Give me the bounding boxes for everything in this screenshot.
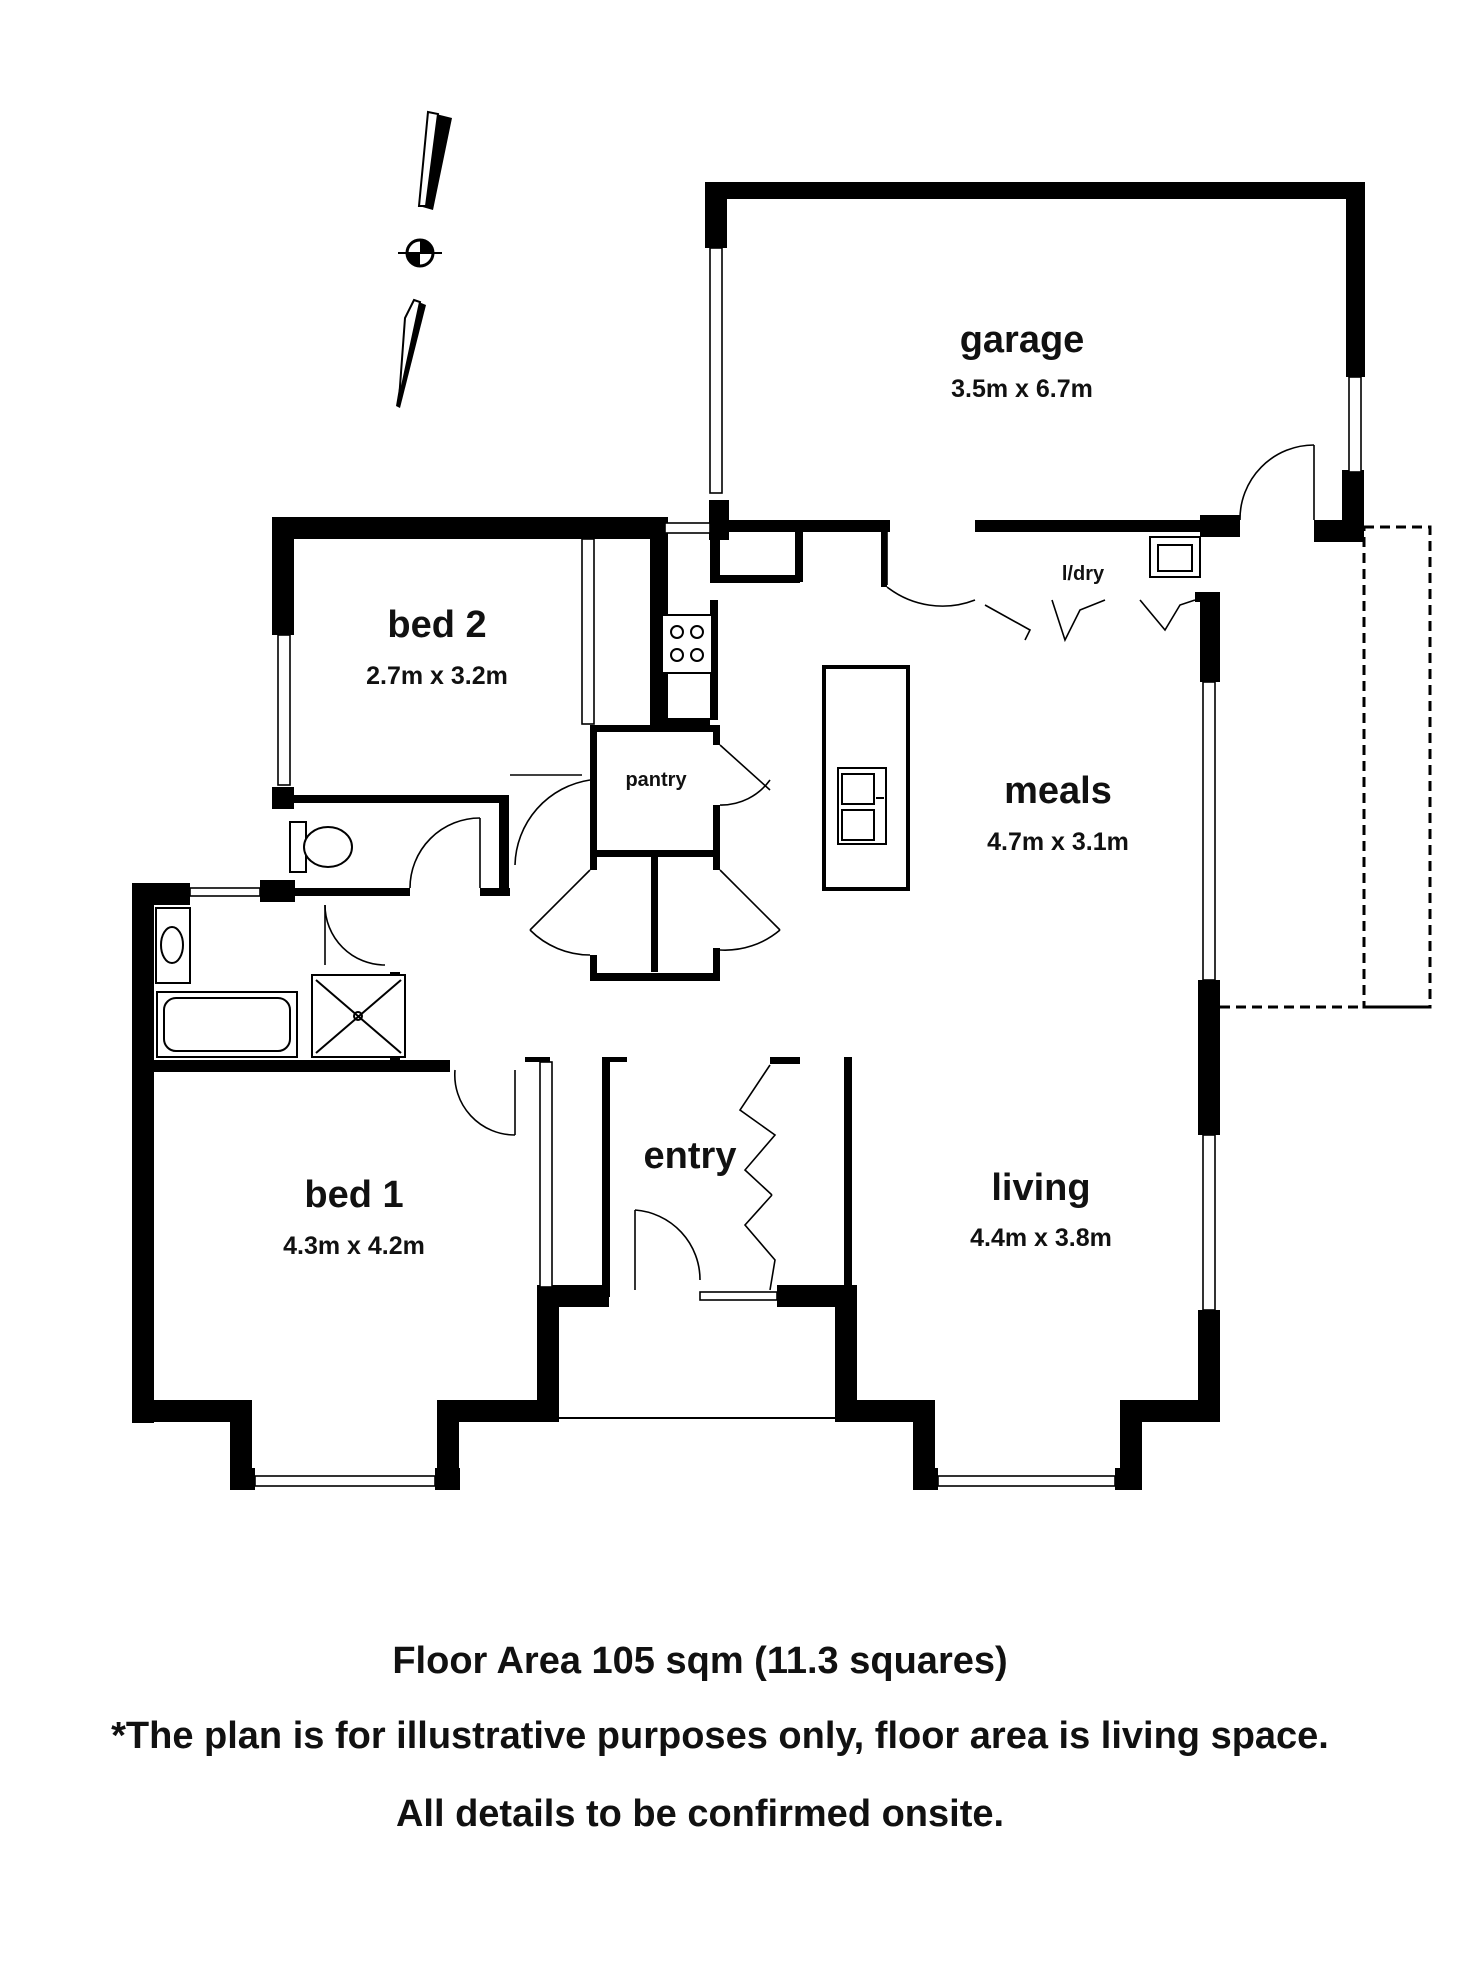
pantry-label: pantry — [625, 769, 687, 791]
basin-icon — [155, 907, 191, 984]
bed2-label: bed 2 — [387, 604, 486, 646]
carport-outline — [1362, 525, 1432, 1009]
wardrobes — [539, 538, 595, 1288]
laundry-tub-icon — [1149, 536, 1201, 578]
bed2-dims: 2.7m x 3.2m — [366, 662, 508, 690]
living-label: living — [991, 1167, 1090, 1209]
bed1-label: bed 1 — [304, 1174, 403, 1216]
north-arrow-icon — [396, 110, 452, 408]
bathtub-icon — [156, 991, 298, 1058]
illustrative-disclaimer: *The plan is for illustrative purposes o… — [111, 1715, 1329, 1757]
sink-icon — [837, 767, 887, 845]
meals-label: meals — [1004, 770, 1112, 812]
windows — [189, 247, 1362, 1487]
garage-label: garage — [960, 319, 1085, 361]
floor-area-note: Floor Area 105 sqm (11.3 squares) — [392, 1640, 1008, 1682]
entry-label: entry — [644, 1135, 737, 1177]
confirm-onsite-note: All details to be confirmed onsite. — [395, 1793, 1005, 1835]
living-dims: 4.4m x 3.8m — [970, 1224, 1112, 1252]
shower-icon — [311, 974, 406, 1058]
floor-plan: garage 3.5m x 6.7m bed 2 2.7m x 3.2m l/d… — [132, 110, 1432, 1490]
walls — [132, 182, 1365, 1490]
bed1-dims: 4.3m x 4.2m — [283, 1232, 425, 1260]
toilet-icon — [289, 821, 353, 873]
doors — [324, 444, 1315, 1291]
garage-dims: 3.5m x 6.7m — [951, 375, 1093, 403]
meals-dims: 4.7m x 3.1m — [987, 828, 1129, 856]
cooktop-icon — [661, 614, 713, 674]
laundry-label: l/dry — [1062, 563, 1105, 585]
